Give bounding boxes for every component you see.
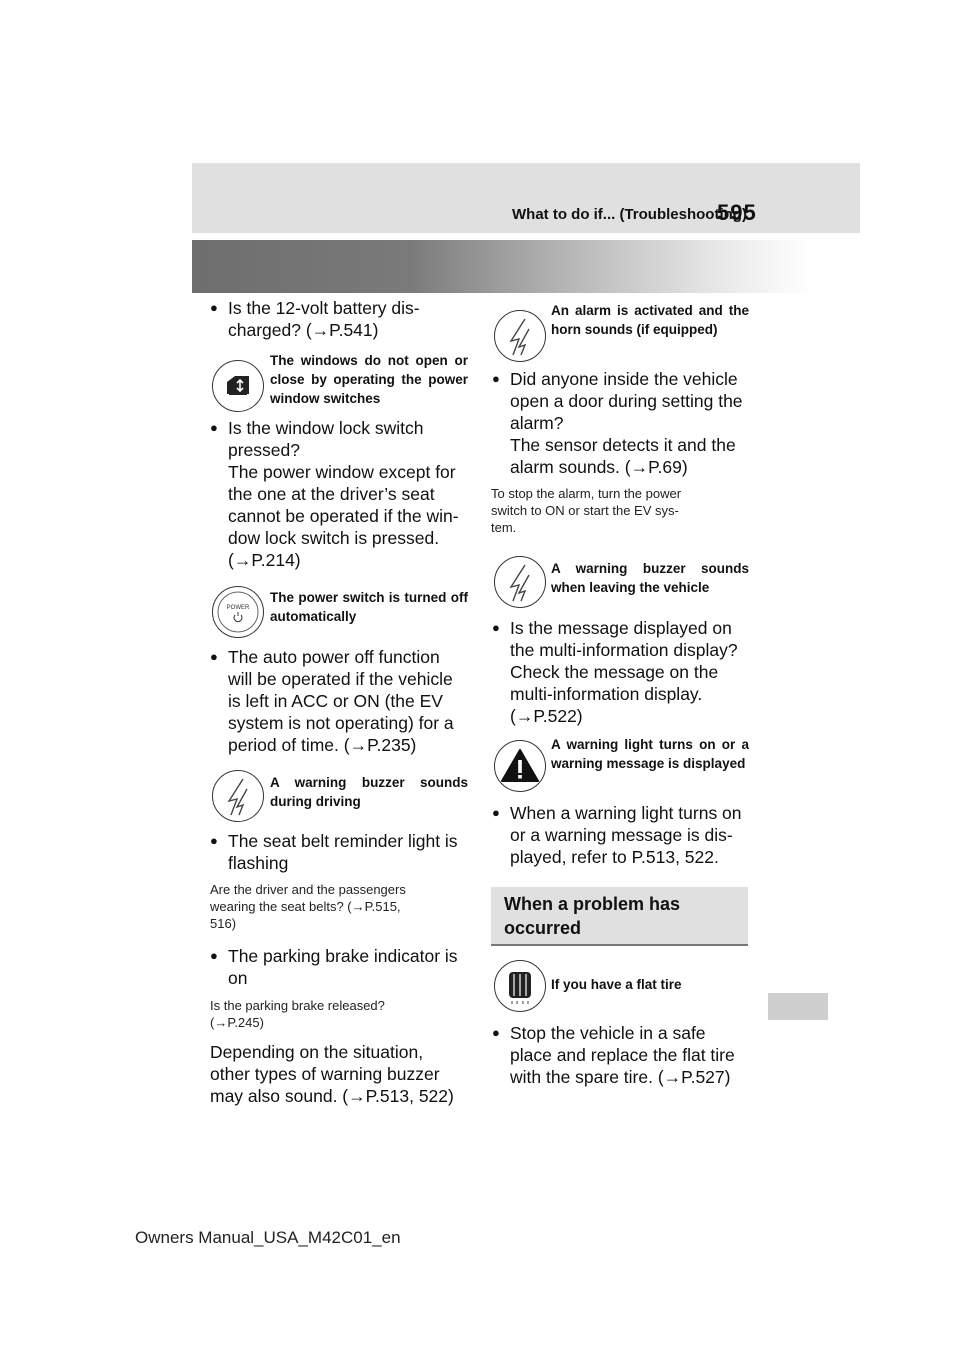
- bullet-line: Check the message on the: [510, 662, 719, 682]
- bullet-line: The auto power off function: [228, 647, 440, 667]
- bullet-line: place and replace the flat tire: [510, 1045, 735, 1065]
- bullet-line: will be operated if the vehicle: [228, 669, 453, 689]
- bullet-dot: ●: [492, 805, 500, 820]
- note-line: To stop the alarm, turn the power: [491, 486, 682, 501]
- bullet-line: pressed?: [228, 440, 300, 460]
- buzzer-icon: [212, 770, 264, 822]
- bullet-parking-brake: ● The parking brake indicator is on: [210, 945, 458, 989]
- header-band: [192, 163, 860, 233]
- bullet-line: The sensor detects it and the: [510, 435, 736, 455]
- bullet-line: multi-information display.: [510, 684, 703, 704]
- heading-flat-tire: If you have a flat tire: [551, 977, 682, 992]
- leaving-buzzer-icon: [494, 556, 546, 608]
- bullet-line: Is the message displayed on: [510, 618, 732, 638]
- heading-warning-light: A warning light turns on or a warning me…: [551, 737, 749, 771]
- bullet-line: alarm sounds. (→P.69): [510, 457, 688, 477]
- section-heading-line: When a problem has: [504, 894, 681, 914]
- paragraph-line: other types of warning buzzer: [210, 1064, 440, 1084]
- alarm-buzzer-icon: [494, 310, 546, 362]
- heading-buzzer-leaving: A warning buzzer sounds when leaving the…: [551, 561, 749, 595]
- bullet-dot: ●: [210, 833, 218, 848]
- power-icon-text: POWER: [227, 605, 250, 611]
- heading-alarm: An alarm is activated and the horn sound…: [551, 303, 749, 337]
- chapter-side-tab: [768, 993, 828, 1020]
- bullet-line: or a warning message is dis-: [510, 825, 733, 845]
- note-stop-alarm: To stop the alarm, turn the power switch…: [491, 485, 681, 536]
- bullet-line: system is not operating) for a: [228, 713, 454, 733]
- bullet-line: Stop the vehicle in a safe: [510, 1023, 706, 1043]
- bullet-seat-belt: ● The seat belt reminder light is flashi…: [210, 830, 458, 874]
- section-heading-line: occurred: [504, 918, 582, 938]
- bullet-line: (→P.214): [228, 550, 301, 570]
- bullet-line: open a door during setting the: [510, 391, 743, 411]
- section-heading-text: When a problem has occurred: [504, 892, 680, 940]
- bullet-auto-power-off: ● The auto power off function will be op…: [210, 646, 454, 756]
- bullet-line: on: [228, 968, 248, 988]
- note-line: 516): [210, 916, 237, 931]
- bullet-line: The power window except for: [228, 462, 456, 482]
- paragraph-line: may also sound. (→P.513, 522): [210, 1086, 454, 1106]
- heading-power-off: The power switch is turned off automatic…: [270, 590, 468, 624]
- bullet-message-displayed: ● Is the message displayed on the multi-…: [492, 617, 738, 727]
- bullet-line: the multi-information display?: [510, 640, 738, 660]
- bullet-dot: ●: [492, 620, 500, 635]
- heading-windows: The windows do not open or close by oper…: [270, 353, 468, 406]
- page-number: 595: [717, 200, 757, 225]
- note-parking-brake: Is the parking brake released? (→P.245): [210, 997, 385, 1031]
- bullet-line: When a warning light turns on: [510, 803, 742, 823]
- chapter-gradient-bar: [192, 240, 812, 293]
- bullet-line: The parking brake indicator is: [228, 946, 458, 966]
- paragraph-other-buzzers: Depending on the situation, other types …: [210, 1041, 454, 1107]
- bullet-battery: ● Is the 12-volt battery dis- charged? (…: [210, 297, 420, 341]
- window-switch-icon: [212, 360, 264, 412]
- note-line: Is the parking brake released?: [210, 998, 385, 1013]
- note-line: tem.: [491, 520, 517, 535]
- bullet-line: dow lock switch is pressed.: [228, 528, 440, 548]
- bullet-line: alarm?: [510, 413, 564, 433]
- bullet-line: Did anyone inside the vehicle: [510, 369, 738, 389]
- bullet-line: The seat belt reminder light is: [228, 831, 458, 851]
- bullet-flat-tire: ● Stop the vehicle in a safe place and r…: [492, 1022, 735, 1088]
- note-line: Are the driver and the passengers: [210, 882, 406, 897]
- bullet-window-lock: ● Is the window lock switch pressed? The…: [210, 417, 459, 571]
- bullet-line: charged? (→P.541): [228, 320, 379, 340]
- bullet-line: cannot be operated if the win-: [228, 506, 459, 526]
- bullet-line: the one at the driver’s seat: [228, 484, 435, 504]
- bullet-line: period of time. (→P.235): [228, 735, 417, 755]
- paragraph-line: Depending on the situation,: [210, 1042, 424, 1062]
- heading-buzzer-driving: A warning buzzer sounds during driving: [270, 775, 468, 809]
- bullet-line: Is the window lock switch: [228, 418, 424, 438]
- bullet-line: flashing: [228, 853, 289, 873]
- warning-exclamation-icon: [494, 740, 546, 792]
- bullet-dot: ●: [492, 1025, 500, 1040]
- bullet-warning-light: ● When a warning light turns on or a war…: [492, 802, 742, 868]
- note-seat-belt: Are the driver and the passengers wearin…: [210, 881, 406, 932]
- bullet-dot: ●: [210, 300, 218, 315]
- bullet-dot: ●: [492, 371, 500, 386]
- bullet-dot: ●: [210, 948, 218, 963]
- bullet-line: played, refer to P.513, 522.: [510, 847, 719, 867]
- note-line: wearing the seat belts? (→P.515,: [210, 899, 401, 914]
- bullet-line: Is the 12-volt battery dis-: [228, 298, 420, 318]
- page-header-title: What to do if... (Troubleshooting): [512, 206, 747, 223]
- bullet-dot: ●: [210, 420, 218, 435]
- bullet-door-opened: ● Did anyone inside the vehicle open a d…: [492, 368, 743, 478]
- note-line: (→P.245): [210, 1015, 264, 1030]
- section-heading: When a problem has occurred: [491, 887, 748, 946]
- bullet-line: with the spare tire. (→P.527): [510, 1067, 731, 1087]
- footer-doc-id: Owners Manual_USA_M42C01_en: [135, 1228, 401, 1247]
- flat-tire-icon: [494, 960, 546, 1012]
- bullet-line: is left in ACC or ON (the EV: [228, 691, 443, 711]
- note-line: switch to ON or start the EV sys-: [491, 503, 679, 518]
- power-switch-icon: POWER: [212, 586, 264, 638]
- bullet-dot: ●: [210, 649, 218, 664]
- bullet-line: (→P.522): [510, 706, 583, 726]
